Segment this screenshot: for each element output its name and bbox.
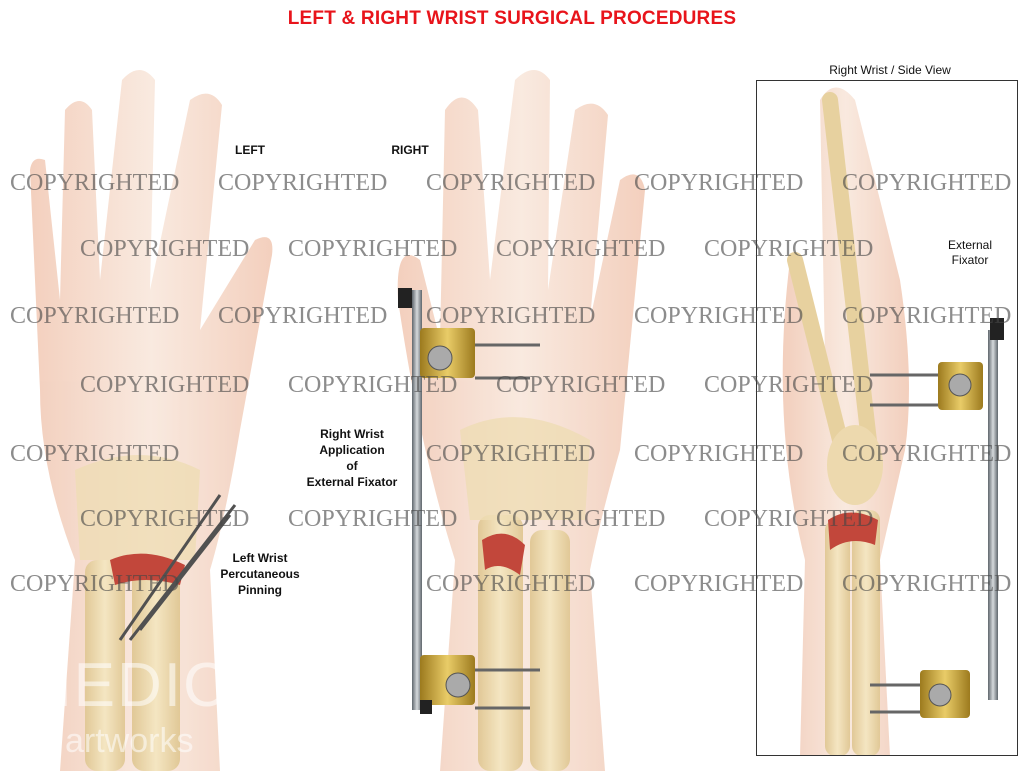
- label-line: Application: [319, 443, 385, 457]
- label-line: Right Wrist: [320, 427, 384, 441]
- label-left: LEFT: [235, 143, 265, 157]
- external-fixator-side: [870, 318, 1004, 718]
- label-side-view: Right Wrist / Side View: [829, 63, 951, 77]
- side-view-hand: [782, 87, 909, 756]
- label-line: Percutaneous: [220, 567, 300, 581]
- external-fixator-front: [398, 288, 540, 714]
- side-view-frame: [756, 80, 1018, 756]
- label-line: External Fixator: [306, 475, 398, 489]
- label-line: of: [346, 459, 358, 473]
- label-line: Left Wrist: [232, 551, 288, 565]
- label-external-fixator: External Fixator: [930, 238, 1010, 268]
- page-title: LEFT & RIGHT WRIST SURGICAL PROCEDURES: [287, 8, 737, 29]
- label-right: RIGHT: [391, 143, 429, 157]
- label-line: External: [947, 238, 993, 252]
- left-hand: [30, 70, 273, 771]
- label-left-wrist-pinning: Left Wrist Percutaneous Pinning: [200, 550, 320, 598]
- right-hand: [397, 70, 645, 771]
- label-line: Fixator: [951, 253, 989, 267]
- label-line: Pinning: [238, 583, 282, 597]
- label-right-wrist-application: Right Wrist Application of External Fixa…: [282, 426, 422, 490]
